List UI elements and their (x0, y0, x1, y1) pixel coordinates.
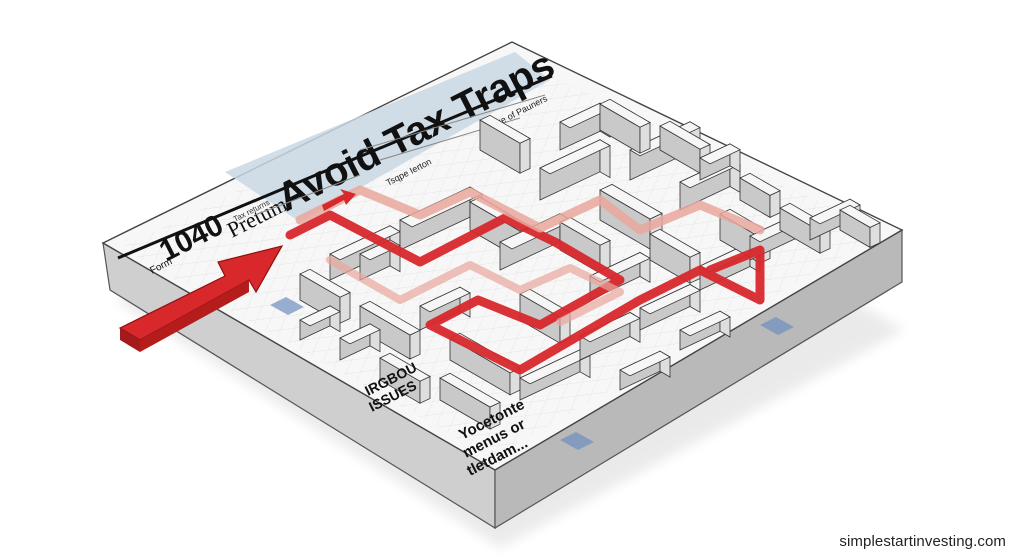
floor-patch (270, 297, 304, 315)
maze-wall-face (619, 350, 671, 377)
maze-wall-face (599, 98, 651, 128)
small-arrow (322, 189, 356, 211)
header-rule (117, 74, 553, 260)
maze-wall-face (809, 198, 861, 225)
maze-wall-face (479, 114, 531, 144)
maze-wall-face (599, 183, 663, 220)
maze-wall-face (299, 268, 351, 298)
maze-wall-face (299, 305, 341, 327)
floor-patch (760, 317, 794, 335)
maze-wall-face (379, 352, 431, 382)
path-pink-lower (326, 256, 624, 326)
maze-wall-face (839, 204, 881, 228)
maze-wall-face (699, 143, 741, 165)
maze-wall-face (419, 286, 471, 313)
floor-patch (560, 432, 594, 450)
entry-arrow (118, 245, 284, 352)
maze-wall-face (339, 291, 351, 324)
maze-wall-face (339, 323, 381, 345)
maze-wall-face (659, 120, 711, 150)
path-red (285, 210, 765, 375)
maze-wall-face (639, 121, 651, 154)
maze-wall-face (639, 284, 701, 315)
maze-wall-face (439, 372, 501, 408)
watermark: simplestartinvesting.com (835, 532, 1010, 551)
maze-wall-face (519, 137, 531, 174)
maze-wall-face (539, 139, 611, 175)
maze-wall-face (739, 172, 781, 196)
maze-wall-face (649, 228, 701, 258)
maze-wall-face (679, 310, 731, 337)
path-pink (295, 185, 765, 235)
